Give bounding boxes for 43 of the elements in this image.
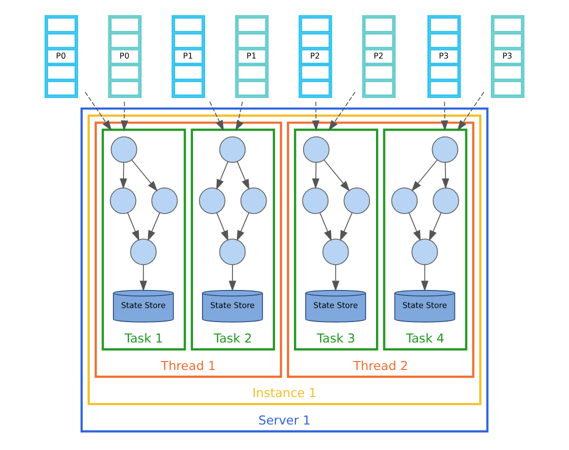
arrow	[312, 101, 320, 132]
arrow	[127, 212, 140, 242]
arrow	[228, 264, 236, 292]
node-circle	[240, 188, 267, 214]
arrow	[216, 161, 228, 190]
node-circle	[110, 136, 138, 163]
arrow	[421, 264, 428, 292]
arrow	[457, 92, 484, 131]
arrow	[440, 101, 448, 132]
arrow	[120, 162, 128, 189]
node-circle	[110, 188, 136, 214]
node-circle	[151, 188, 178, 214]
arrow	[442, 162, 450, 189]
node-circle	[219, 136, 246, 163]
arrow	[324, 160, 350, 192]
node-circle	[432, 136, 458, 163]
arrow	[408, 212, 421, 242]
arrow	[216, 212, 228, 242]
arrow	[340, 212, 352, 242]
arrow	[120, 101, 128, 132]
arrow	[236, 161, 250, 190]
node-circle	[322, 238, 349, 266]
arrow	[332, 264, 340, 292]
node-circle	[432, 188, 460, 214]
node-circle	[344, 188, 370, 214]
arrow	[84, 92, 112, 131]
node-circle	[412, 238, 438, 266]
node-circle	[303, 136, 330, 163]
node-circle	[391, 188, 418, 214]
arrow	[411, 160, 438, 192]
arrow	[236, 212, 250, 242]
arrow	[429, 212, 442, 242]
arrow	[320, 212, 332, 242]
arrow	[312, 162, 320, 189]
arrow	[209, 101, 224, 131]
arrow	[131, 160, 158, 192]
node-circle	[198, 188, 226, 214]
arrow	[148, 212, 160, 242]
node-circle	[219, 238, 246, 266]
arrow	[140, 264, 148, 292]
arrow	[328, 92, 356, 131]
node-circle	[302, 188, 329, 214]
node-circle	[130, 238, 157, 266]
